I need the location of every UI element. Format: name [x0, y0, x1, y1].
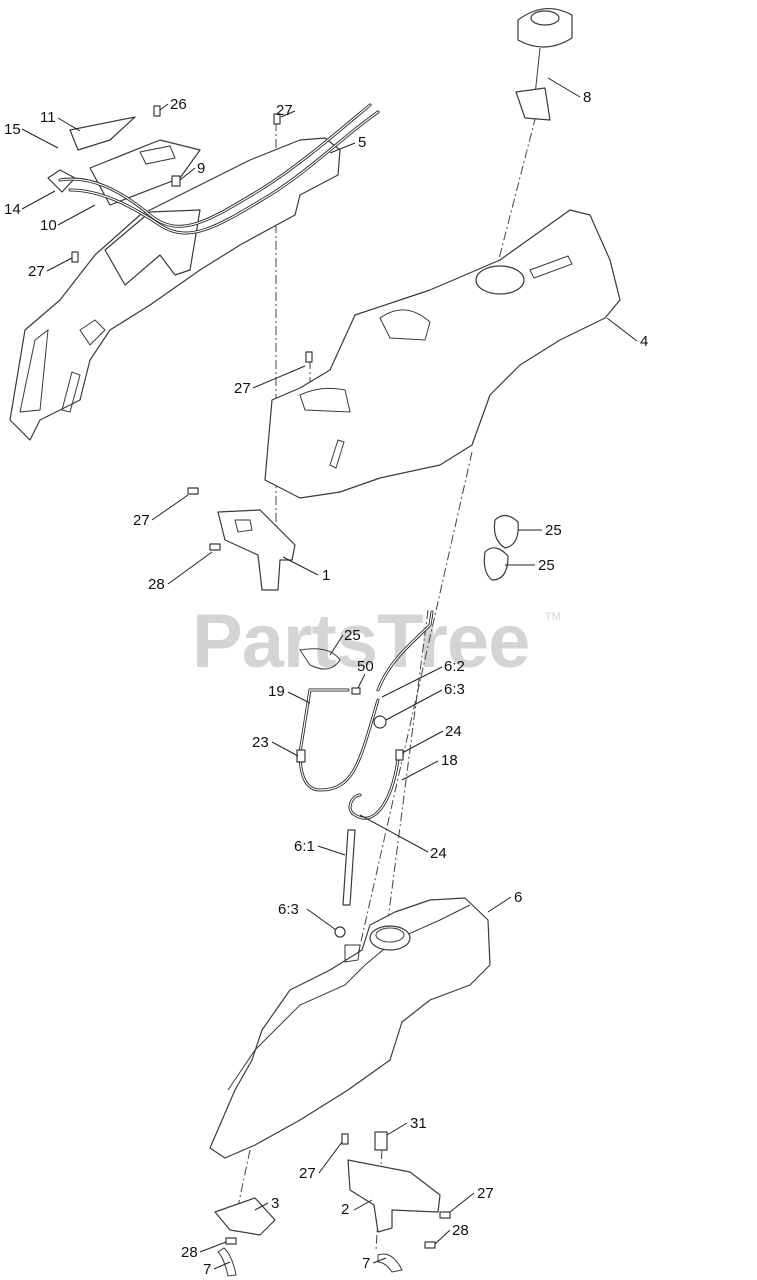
callout-1: 1: [322, 567, 330, 584]
callout-6-2: 6:2: [444, 658, 465, 675]
callout-15: 15: [4, 121, 21, 138]
bracket-part-1: [217, 509, 296, 591]
callout-26: 26: [170, 96, 187, 113]
callout-23: 23: [252, 734, 269, 751]
callout-6-1: 6:1: [294, 838, 315, 855]
callout-6-3: 6:3: [444, 681, 465, 698]
callout-27: 27: [234, 380, 251, 397]
callout-2: 2: [341, 1201, 349, 1218]
callout-10: 10: [40, 217, 57, 234]
callout-25: 25: [538, 557, 555, 574]
callout-6: 6: [514, 889, 522, 906]
watermark-tm: TM: [545, 611, 561, 623]
callout-27: 27: [28, 263, 45, 280]
callout-3: 3: [271, 1195, 279, 1212]
fasteners: [71, 105, 451, 1249]
callout-28: 28: [148, 576, 165, 593]
watermark-text: PartsTree: [192, 599, 529, 684]
callout-25: 25: [545, 522, 562, 539]
callout-24: 24: [430, 845, 447, 862]
callout-50: 50: [357, 658, 374, 675]
callout-27: 27: [133, 512, 150, 529]
frame-console-part-5: [9, 116, 341, 441]
callout-27: 27: [276, 102, 293, 119]
callout-28: 28: [181, 1244, 198, 1261]
callout-27: 27: [299, 1165, 316, 1182]
callout-6-3: 6:3: [278, 901, 299, 918]
callout-9: 9: [197, 160, 205, 177]
callout-14: 14: [4, 201, 21, 218]
callout-8: 8: [583, 89, 591, 106]
clamps-part-25: [299, 514, 519, 670]
callout-25: 25: [344, 627, 361, 644]
callout-24: 24: [445, 723, 462, 740]
callout-19: 19: [268, 683, 285, 700]
callout-18: 18: [441, 752, 458, 769]
bracket-part-2: [347, 1131, 441, 1273]
callout-7: 7: [362, 1255, 370, 1272]
tank-shroud-part-4: [264, 209, 621, 499]
fuel-lines: [296, 610, 434, 938]
partstree-watermark: PartsTree TM: [192, 599, 561, 684]
fuel-tank-part-6: [209, 897, 491, 1159]
callout-5: 5: [358, 134, 366, 151]
callout-7: 7: [203, 1261, 211, 1278]
leader-lines: [21, 77, 638, 1270]
callout-31: 31: [410, 1115, 427, 1132]
throttle-cable: [58, 103, 380, 235]
callout-11: 11: [40, 109, 56, 126]
callout-28: 28: [452, 1222, 469, 1239]
callout-4: 4: [640, 333, 648, 350]
callout-27: 27: [477, 1185, 494, 1202]
fuel-cap-part-8: [515, 8, 573, 121]
